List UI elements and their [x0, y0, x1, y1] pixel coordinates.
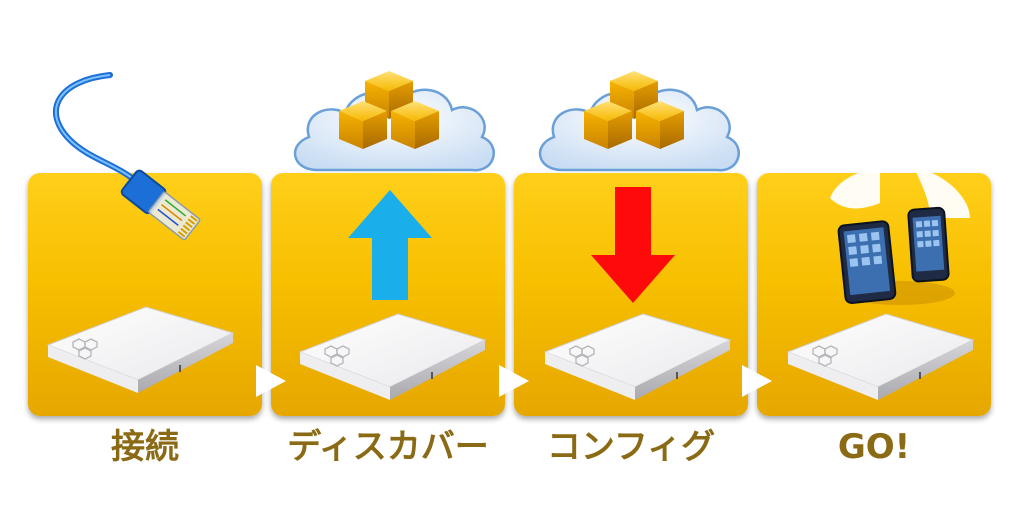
- chevron-right-icon: [256, 365, 286, 397]
- step-label-config: コンフィグ: [546, 427, 716, 467]
- download-arrow-icon: [591, 187, 675, 303]
- chevron-right-icon: [742, 365, 772, 397]
- cloud-icon: [538, 71, 740, 172]
- step-label-discover: ディスカバー: [287, 427, 489, 467]
- access-point-icon: [544, 313, 731, 401]
- upload-arrow-icon: [348, 190, 432, 300]
- step-label-connect: 接続: [111, 427, 179, 467]
- mobile-devices-icon: [830, 168, 970, 305]
- cloud-icon: [293, 71, 495, 172]
- chevron-right-icon: [499, 365, 529, 397]
- access-point-icon: [299, 313, 486, 401]
- step-label-go: GO!: [837, 427, 911, 467]
- access-point-icon: [47, 306, 234, 394]
- ethernet-cable-icon: [52, 72, 201, 241]
